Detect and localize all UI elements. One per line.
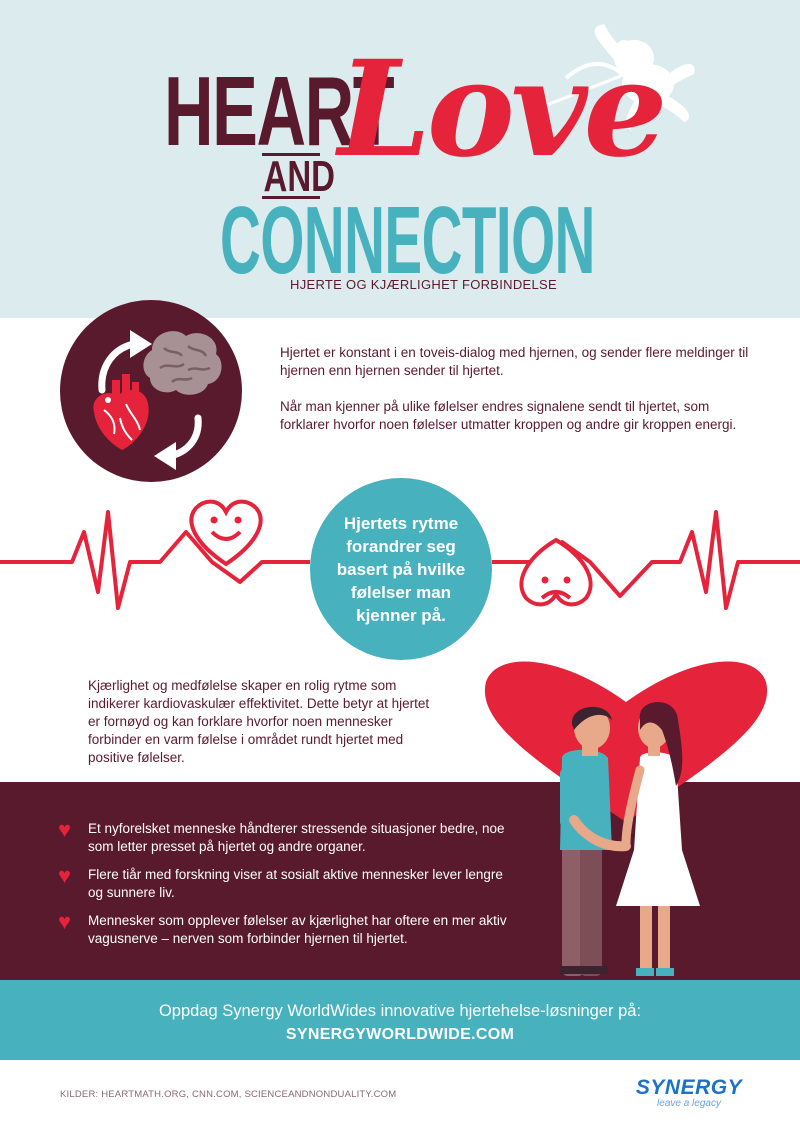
sad-heart-icon — [519, 537, 593, 607]
cycle-arrow-head — [130, 330, 152, 358]
fact-item: ♥ Et nyforelsket menneske håndterer stre… — [58, 817, 508, 856]
title-heart: HEART — [164, 56, 395, 166]
intro-paragraph-2: Når man kjenner på ulike følelser endres… — [280, 399, 737, 432]
header-banner — [0, 0, 800, 318]
intro-paragraph-1: Hjertet er konstant i en toveis-dialog m… — [280, 345, 749, 378]
subtitle: HJERTE OG KJÆRLIGHET FORBINDELSE — [290, 277, 558, 292]
and-top-rule — [262, 153, 320, 156]
fact-item: ♥ Flere tiår med forskning viser at sosi… — [58, 863, 508, 902]
rhythm-callout-circle: Hjertets rytme forandrer seg basert på h… — [310, 478, 492, 660]
title-connection: CONNECTION — [220, 187, 595, 294]
cta-text: Oppdag Synergy WorldWides innovative hje… — [158, 1002, 642, 1020]
title-love: Love — [338, 32, 668, 187]
bullet-heart-icon: ♥ — [58, 817, 72, 842]
website-link[interactable]: SYNERGYWORLDWIDE.COM — [285, 1026, 515, 1043]
middle-text: Kjærlighet og medfølelse skaper en rolig… — [88, 678, 430, 765]
logo-wordmark: SYNERGY — [635, 1076, 743, 1099]
and-bottom-rule — [262, 196, 320, 199]
intro-text: Hjertet er konstant i en toveis-dialog m… — [280, 344, 760, 452]
logo-tagline: leave a legacy — [657, 1098, 721, 1109]
fact-text: Et nyforelsket menneske håndterer stress… — [88, 821, 505, 854]
heartbeat-line — [0, 499, 800, 610]
man-figure — [560, 706, 631, 976]
bullet-heart-icon: ♥ — [58, 863, 72, 888]
fact-text: Flere tiår med forskning viser at sosial… — [88, 867, 503, 900]
rhythm-callout-text: Hjertets rytme forandrer seg basert på h… — [336, 513, 466, 625]
sources-text: KILDER: HEARTMATH.ORG, CNN.COM, SCIENCEA… — [60, 1089, 397, 1100]
fact-item: ♥ Mennesker som opplever følelser av kjæ… — [58, 909, 508, 948]
cta-band: Oppdag Synergy WorldWides innovative hje… — [0, 980, 800, 1060]
title-and: AND — [263, 152, 335, 201]
brain-heart-circle — [60, 300, 242, 482]
couple-illustration — [484, 661, 768, 976]
happy-heart-icon — [189, 499, 263, 567]
synergy-logo: SYNERGY leave a legacy — [624, 1076, 754, 1110]
anatomical-heart-icon — [93, 374, 149, 450]
brain-icon — [143, 331, 222, 395]
woman-figure — [616, 701, 700, 976]
fact-text: Mennesker som opplever følelser av kjærl… — [88, 913, 507, 946]
cupid-icon — [530, 24, 695, 130]
cycle-arrow-head — [154, 442, 176, 470]
bullet-heart-icon: ♥ — [58, 909, 72, 934]
